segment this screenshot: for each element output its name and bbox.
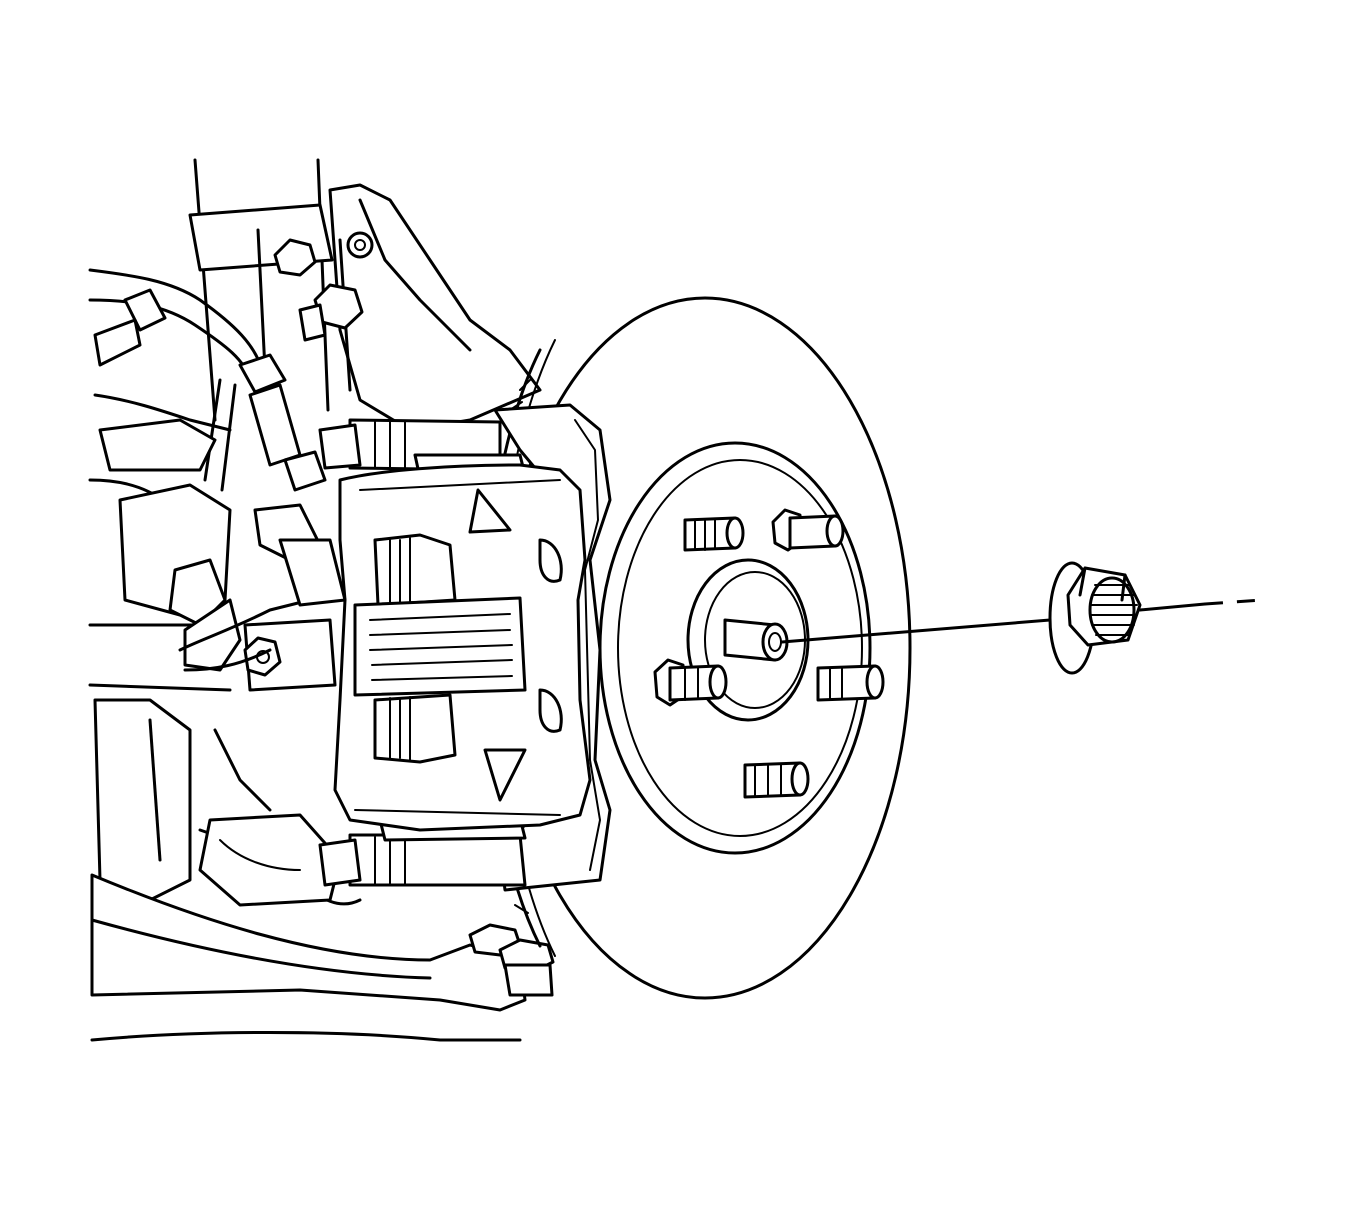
piston-window-lower bbox=[373, 693, 457, 764]
upper-bolt bbox=[273, 238, 364, 342]
caliper-fins bbox=[353, 596, 527, 697]
caliper-mark-upper bbox=[468, 488, 512, 534]
wheel-stud-3 bbox=[653, 658, 728, 707]
caliper-body bbox=[333, 463, 592, 832]
wheel-stud-2 bbox=[771, 508, 845, 552]
brake-hose bbox=[88, 268, 327, 492]
wheel-stud-4 bbox=[816, 664, 885, 702]
lower-control-arm bbox=[90, 813, 527, 1042]
piston-window-upper bbox=[373, 533, 457, 607]
nut-thread bbox=[1088, 576, 1136, 644]
caliper-bolt-head bbox=[243, 636, 282, 677]
wheel-stud-5 bbox=[743, 761, 810, 799]
alignment-line bbox=[780, 598, 1263, 644]
hub-nut bbox=[1048, 561, 1142, 675]
caliper-mount-bolt bbox=[178, 503, 347, 692]
ball-joint-nut bbox=[468, 923, 555, 997]
wheel-stud-1 bbox=[683, 516, 745, 552]
caliper-mark-lower bbox=[483, 748, 527, 802]
strut-assembly bbox=[188, 158, 542, 432]
bolt-head-upper bbox=[346, 231, 374, 259]
